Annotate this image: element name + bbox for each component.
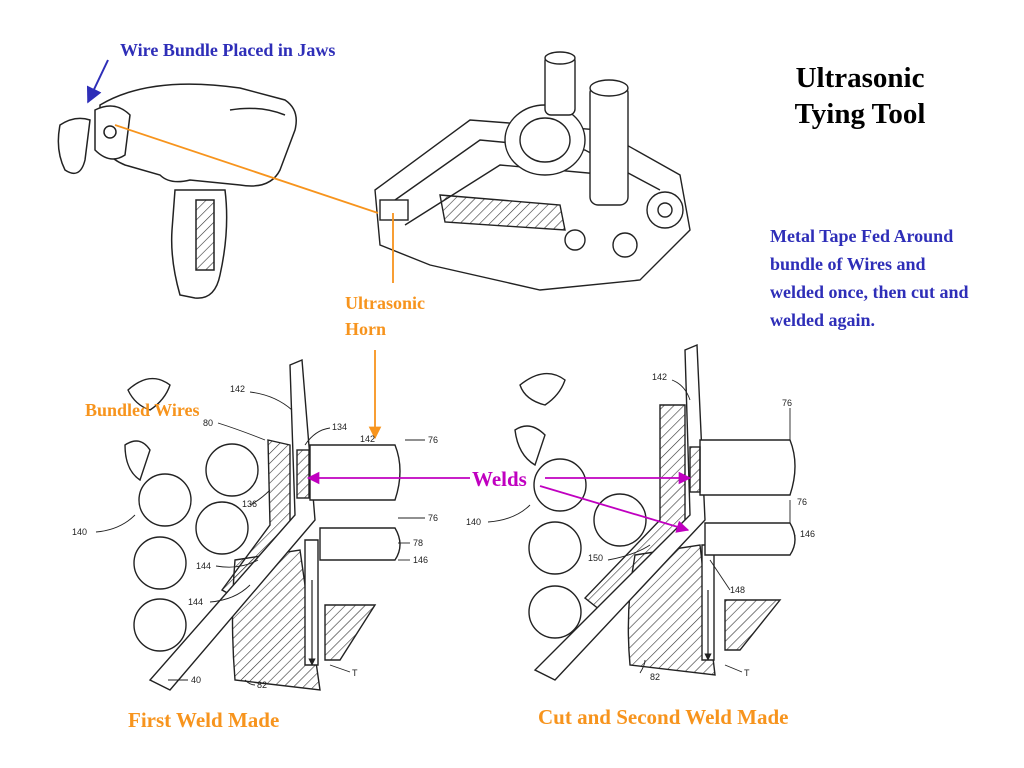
part-num-r148: 148	[730, 585, 745, 595]
bundled-wires-label: Bundled Wires	[85, 400, 200, 420]
part-num-134: 134	[332, 422, 347, 432]
part-num-r142: 142	[652, 372, 667, 382]
part-numbers-left: 142 80 134 142 76 136 76 140 78 146 144 …	[72, 384, 438, 690]
part-numbers-right: 142 76 76 140 146 150 148 82 T	[466, 372, 815, 682]
part-num-r146: 146	[800, 529, 815, 539]
slide-title: Ultrasonic Tying Tool	[794, 62, 926, 130]
tying-tool-handheld	[57, 83, 297, 299]
second-weld-diagram	[514, 343, 796, 681]
part-num-142a: 142	[230, 384, 245, 394]
part-num-146: 146	[413, 555, 428, 565]
part-num-144a: 144	[196, 561, 211, 571]
part-num-r76a: 76	[782, 398, 792, 408]
tying-tool-mechanism	[374, 51, 691, 291]
part-num-76a: 76	[428, 435, 438, 445]
part-num-144b: 144	[188, 597, 203, 607]
part-num-r140: 140	[466, 517, 481, 527]
ultrasonic-horn-label: Ultrasonic Horn	[345, 293, 425, 339]
part-num-140: 140	[72, 527, 87, 537]
part-num-136: 136	[242, 499, 257, 509]
part-num-80: 80	[203, 418, 213, 428]
part-num-78: 78	[413, 538, 423, 548]
part-num-40: 40	[191, 675, 201, 685]
metal-tape-description: Metal Tape Fed Around bundle of Wires an…	[770, 226, 969, 330]
welds-label: Welds	[472, 467, 527, 491]
part-num-76b: 76	[428, 513, 438, 523]
part-num-rT: T	[744, 668, 750, 678]
first-weld-diagram	[124, 358, 401, 691]
part-num-r150: 150	[588, 553, 603, 563]
wire-bundle-arrow	[86, 59, 109, 104]
weld-arrow-second	[539, 485, 690, 533]
part-num-r82: 82	[650, 672, 660, 682]
part-num-T: T	[352, 668, 358, 678]
second-weld-caption: Cut and Second Weld Made	[538, 705, 789, 729]
part-num-r76b: 76	[797, 497, 807, 507]
wire-bundle-label: Wire Bundle Placed in Jaws	[120, 40, 336, 60]
part-num-82: 82	[257, 680, 267, 690]
tool-to-mechanism-line	[114, 124, 379, 214]
part-num-142b: 142	[360, 434, 375, 444]
first-weld-caption: First Weld Made	[128, 708, 280, 732]
